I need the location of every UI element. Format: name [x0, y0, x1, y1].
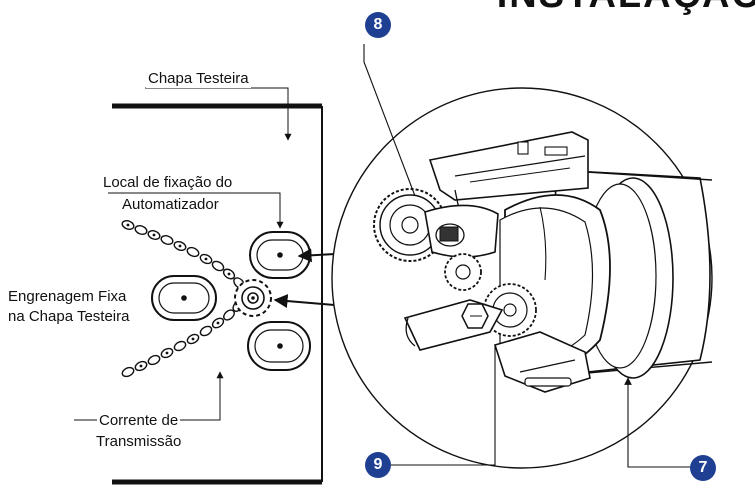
front-plate [112, 103, 323, 485]
lower-bracket [493, 331, 591, 393]
transmission-chain [121, 220, 245, 378]
installation-heading: INSTALAÇÃO [497, 0, 755, 17]
callout-badge-8: 8 [365, 12, 391, 38]
upper-gear [373, 188, 447, 262]
top-bracket [428, 131, 589, 215]
label-engrenagem-line2: na Chapa Testeira [6, 308, 132, 326]
label-engrenagem-line1: Engrenagem Fixa [6, 288, 129, 306]
callout-badge-7: 7 [690, 455, 716, 481]
mounting-slots [151, 231, 311, 371]
label-corrente-line1: Corrente de [97, 412, 181, 430]
callout-leaders [363, 44, 690, 468]
label-local-fixacao-line2: Automatizador [120, 196, 221, 214]
inner-gears [403, 204, 537, 351]
callout-badge-9: 9 [365, 452, 391, 478]
motor-head [499, 194, 611, 372]
label-local-fixacao-line1: Local de fixação do [101, 174, 235, 192]
fixed-sprocket [234, 279, 272, 317]
label-corrente-line2: Transmissão [94, 433, 184, 451]
label-chapa-testeira: Chapa Testeira [146, 70, 251, 88]
